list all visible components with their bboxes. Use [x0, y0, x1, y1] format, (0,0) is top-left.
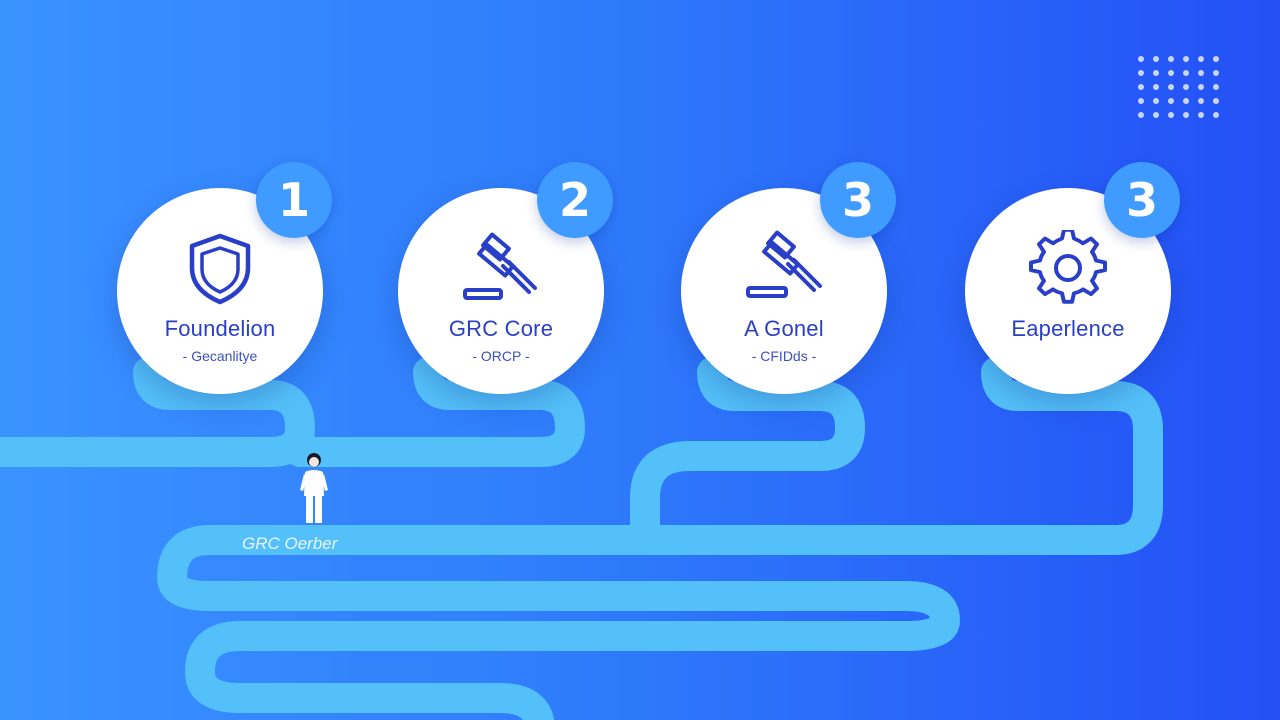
stage-3-number-badge: 3: [820, 162, 896, 238]
decorative-dot: [1138, 70, 1144, 76]
path-segment-stage-4: [665, 357, 1163, 555]
decorative-dot: [1183, 112, 1189, 118]
decorative-dot: [1183, 84, 1189, 90]
decorative-dot: [1138, 98, 1144, 104]
decorative-dot: [1153, 56, 1159, 62]
stage-1-subtitle: - Gecanlitye: [182, 348, 258, 364]
stage-2-number-badge: 2: [537, 162, 613, 238]
gavel-icon: [746, 230, 822, 298]
stage-1-circle: Foundelion - Gecanlitye: [117, 188, 323, 394]
decorative-dot: [1213, 84, 1219, 90]
decorative-dot: [1138, 56, 1144, 62]
decorative-dot: [1213, 98, 1219, 104]
path-label: GRC Oerber: [242, 534, 338, 553]
decorative-dot: [1153, 70, 1159, 76]
decorative-dot: [1213, 56, 1219, 62]
stage-3-subtitle: - CFIDds -: [751, 348, 817, 364]
stage-1-title: Foundelion: [164, 316, 276, 341]
shield-icon: [189, 233, 251, 305]
decorative-dot: [1198, 112, 1204, 118]
stage-2-subtitle: - ORCP -: [472, 348, 530, 364]
decorative-dot: [1168, 70, 1174, 76]
decorative-dot: [1198, 70, 1204, 76]
decorative-dot: [1183, 70, 1189, 76]
decorative-dot: [1183, 56, 1189, 62]
decorative-dot: [1198, 98, 1204, 104]
decorative-dot: [1213, 112, 1219, 118]
decorative-dot-grid: [1138, 56, 1224, 122]
path-segment-stage-2: [285, 357, 585, 467]
stage-4-number-badge: 3: [1104, 162, 1180, 238]
decorative-dot: [1168, 56, 1174, 62]
decorative-dot: [1213, 70, 1219, 76]
decorative-dot: [1138, 84, 1144, 90]
stage-2-title: GRC Core: [448, 316, 554, 341]
decorative-dot: [1183, 98, 1189, 104]
decorative-dot: [1168, 112, 1174, 118]
decorative-dot: [1153, 98, 1159, 104]
stage-1-number-badge: 1: [256, 162, 332, 238]
decorative-dot: [1168, 98, 1174, 104]
decorative-dot: [1153, 84, 1159, 90]
path-segment-stage-3: [630, 357, 865, 555]
decorative-dot: [1198, 56, 1204, 62]
decorative-dot: [1198, 84, 1204, 90]
path-segment-main: [157, 525, 960, 720]
gavel-icon: [463, 232, 537, 300]
person-figure-icon: [300, 453, 328, 523]
gear-icon: [1029, 230, 1107, 304]
stage-3-title: A Gonel: [744, 316, 824, 341]
decorative-dot: [1153, 112, 1159, 118]
decorative-dot: [1168, 84, 1174, 90]
stage-4-circle: Eaperlence: [965, 188, 1171, 394]
stage-4-title: Eaperlence: [1011, 316, 1125, 341]
decorative-dot: [1138, 112, 1144, 118]
